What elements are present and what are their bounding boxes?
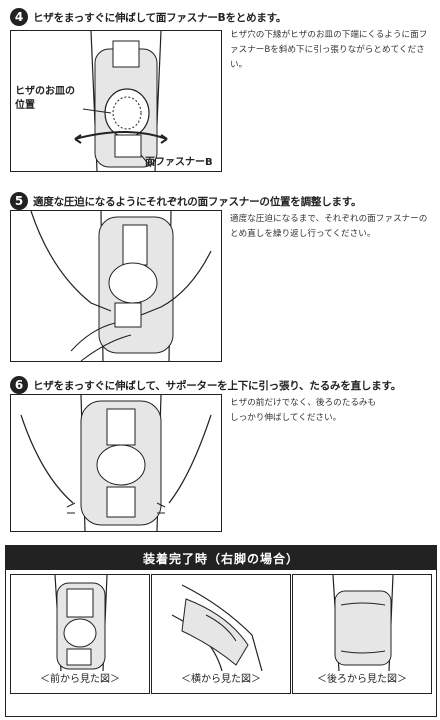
knee-front-illustration <box>74 31 168 171</box>
step-title: 適度な圧迫になるようにそれぞれの面ファスナーの位置を調整します。 <box>33 195 362 208</box>
completion-title: 装着完了時（右脚の場合） <box>6 546 436 570</box>
step-4: 4 ヒザをまっすぐに伸ばして面ファスナーBをとめます。 ヒザのお皿の 位置 面フ… <box>0 8 440 178</box>
back-view: ＜後ろから見た図＞ <box>292 574 432 694</box>
step-description: 適度な圧迫になるまで、それぞれの面ファスナーのとめ直しを繰り返し行ってください。 <box>230 214 428 239</box>
kneecap-callout: ヒザのお皿の 位置 <box>15 86 75 111</box>
step-number-badge: 4 <box>10 8 28 26</box>
fastener-b-callout: 面ファスナーB <box>145 157 213 168</box>
view-caption: ＜横から見た図＞ <box>181 674 261 685</box>
knee-stretch-illustration <box>20 395 212 531</box>
step-header: 5 適度な圧迫になるようにそれぞれの面ファスナーの位置を調整します。 <box>10 192 362 210</box>
completion-panel: 装着完了時（右脚の場合） ＜前から見た図＞ ＜横から見た図＞ <box>5 545 437 717</box>
side-view-illustration <box>171 584 263 672</box>
side-view: ＜横から見た図＞ <box>151 574 291 694</box>
step-description: ヒザ穴の下縁がヒザのお皿の下端にくるように面ファスナーBを斜め下に引っ張りながら… <box>230 30 428 70</box>
step-header: 6 ヒザをまっすぐに伸ばして、サポーターを上下に引っ張り、たるみを直します。 <box>10 376 401 394</box>
step-title: ヒザをまっすぐに伸ばして面ファスナーBをとめます。 <box>33 11 287 24</box>
view-row: ＜前から見た図＞ ＜横から見た図＞ ＜後ろから見た図＞ <box>6 570 436 694</box>
step-5: 5 適度な圧迫になるようにそれぞれの面ファスナーの位置を調整します。 適度な圧迫… <box>0 192 440 364</box>
view-caption: ＜前から見た図＞ <box>40 674 120 685</box>
step-number-badge: 6 <box>10 376 28 394</box>
step-6: 6 ヒザをまっすぐに伸ばして、サポーターを上下に引っ張り、たるみを直します。 ヒ… <box>0 376 440 536</box>
front-view: ＜前から見た図＞ <box>10 574 150 694</box>
view-caption: ＜後ろから見た図＞ <box>317 674 407 685</box>
step-illustration: ヒザのお皿の 位置 面ファスナーB <box>10 30 222 172</box>
step-title: ヒザをまっすぐに伸ばして、サポーターを上下に引っ張り、たるみを直します。 <box>33 379 402 392</box>
step-number-badge: 5 <box>10 192 28 210</box>
knee-adjust-illustration <box>30 211 212 361</box>
front-view-illustration <box>54 575 108 672</box>
step-header: 4 ヒザをまっすぐに伸ばして面ファスナーBをとめます。 <box>10 8 286 26</box>
step-illustration <box>10 210 222 362</box>
step-description: ヒザの前だけでなく、後ろのたるみもしっかり伸ばしてください。 <box>230 398 377 423</box>
step-illustration <box>10 394 222 532</box>
back-view-illustration <box>332 575 394 672</box>
